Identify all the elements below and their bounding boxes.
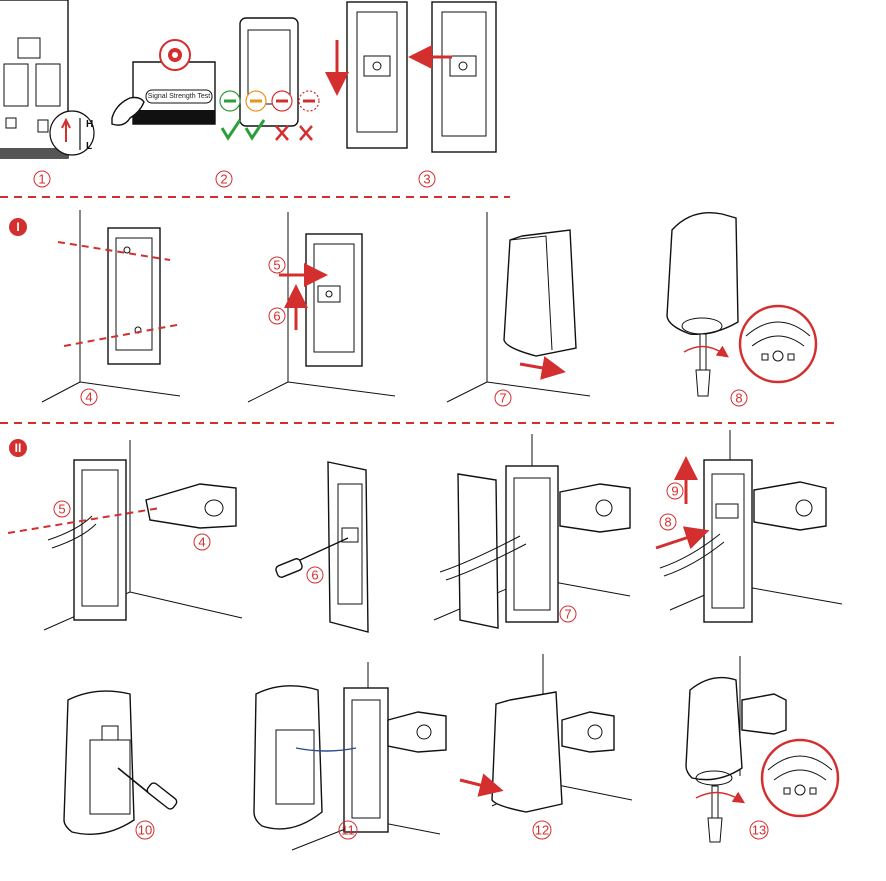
svg-text:8: 8	[735, 391, 742, 406]
step-II-8: 8	[659, 513, 677, 531]
lock-screw-icon	[772, 350, 784, 362]
step-12: 12	[532, 820, 552, 840]
screwdriver-icon	[711, 785, 719, 821]
signal-indicators	[219, 90, 320, 112]
step-7-top: 7	[494, 389, 512, 407]
signal-test-button	[145, 89, 213, 104]
panel-8-lock-screw	[666, 212, 818, 397]
svg-text:8: 8	[664, 515, 671, 530]
lock-icon	[809, 787, 817, 795]
panel-II-route-cables	[433, 434, 631, 629]
svg-text:13: 13	[752, 823, 766, 838]
svg-text:5: 5	[273, 258, 280, 273]
check-icon	[220, 119, 242, 141]
lock-zoom	[760, 738, 840, 818]
step-II-6: 6	[306, 566, 324, 584]
panel-II-close-cover	[655, 430, 843, 623]
high-label: H	[86, 119, 93, 130]
cross-icon	[275, 125, 289, 141]
step-1: 1	[33, 170, 51, 188]
panel-10-adjust	[63, 690, 178, 835]
step-13: 13	[749, 820, 769, 840]
screwdriver-icon	[117, 767, 151, 795]
cross-icon	[299, 125, 313, 141]
section-marker-I: I	[9, 218, 27, 236]
svg-text:7: 7	[564, 607, 571, 622]
step-II-4: 4	[193, 533, 211, 551]
svg-text:10: 10	[138, 823, 152, 838]
step-6-top: 6	[268, 307, 286, 325]
panel-3-remove-cover	[325, 1, 497, 153]
step-II-7: 7	[559, 605, 577, 623]
svg-text:5: 5	[58, 502, 65, 517]
step-11: 11	[338, 820, 358, 840]
svg-text:6: 6	[273, 309, 280, 324]
panel-1-hl-switch: H L	[0, 0, 95, 159]
lock-zoom	[738, 304, 818, 384]
svg-text:11: 11	[341, 823, 355, 838]
step-4: 4	[80, 388, 98, 406]
unlock-icon	[761, 353, 769, 361]
lock-screw-icon	[794, 784, 806, 796]
step-8-top: 8	[730, 389, 748, 407]
svg-text:9: 9	[671, 484, 678, 499]
svg-text:7: 7	[499, 391, 506, 406]
panel-II-mount-bracket	[7, 440, 243, 631]
panel-2-signal-test: Signal Strength Test	[111, 17, 320, 141]
step-10: 10	[135, 820, 155, 840]
svg-text:12: 12	[535, 823, 549, 838]
panel-12-attach-detector	[459, 654, 633, 813]
svg-text:6: 6	[311, 568, 318, 583]
svg-text:4: 4	[198, 535, 205, 550]
section-marker-II: II	[9, 439, 27, 457]
step-II-5: 5	[53, 500, 71, 518]
step-II-9: 9	[666, 482, 684, 500]
svg-text:2: 2	[220, 172, 227, 187]
panel-5-6-attach-cover	[247, 212, 396, 403]
panel-II-open-cover	[275, 461, 369, 633]
svg-text:I: I	[16, 220, 19, 234]
check-icon	[244, 119, 266, 141]
step-5-top: 5	[268, 256, 286, 274]
screwdriver-icon	[699, 333, 707, 373]
signal-test-label: Signal Strength Test	[148, 93, 211, 100]
bracket	[145, 483, 237, 529]
step-3: 3	[418, 170, 436, 188]
panel-11-connect	[253, 662, 447, 851]
panel-4-mount-back	[41, 210, 183, 403]
lock-icon	[787, 353, 795, 361]
unlock-icon	[783, 787, 791, 795]
svg-text:4: 4	[85, 390, 92, 405]
step-2: 2	[215, 170, 233, 188]
hl-switch-zoom	[49, 110, 95, 156]
panel-7-slide-detector	[446, 212, 591, 403]
svg-text:1: 1	[38, 172, 45, 187]
svg-text:II: II	[15, 441, 22, 455]
hand-icon	[111, 96, 145, 126]
panel-13-lock	[685, 656, 840, 843]
control-panel	[239, 17, 299, 127]
low-label: L	[86, 141, 92, 152]
svg-text:3: 3	[423, 172, 430, 187]
